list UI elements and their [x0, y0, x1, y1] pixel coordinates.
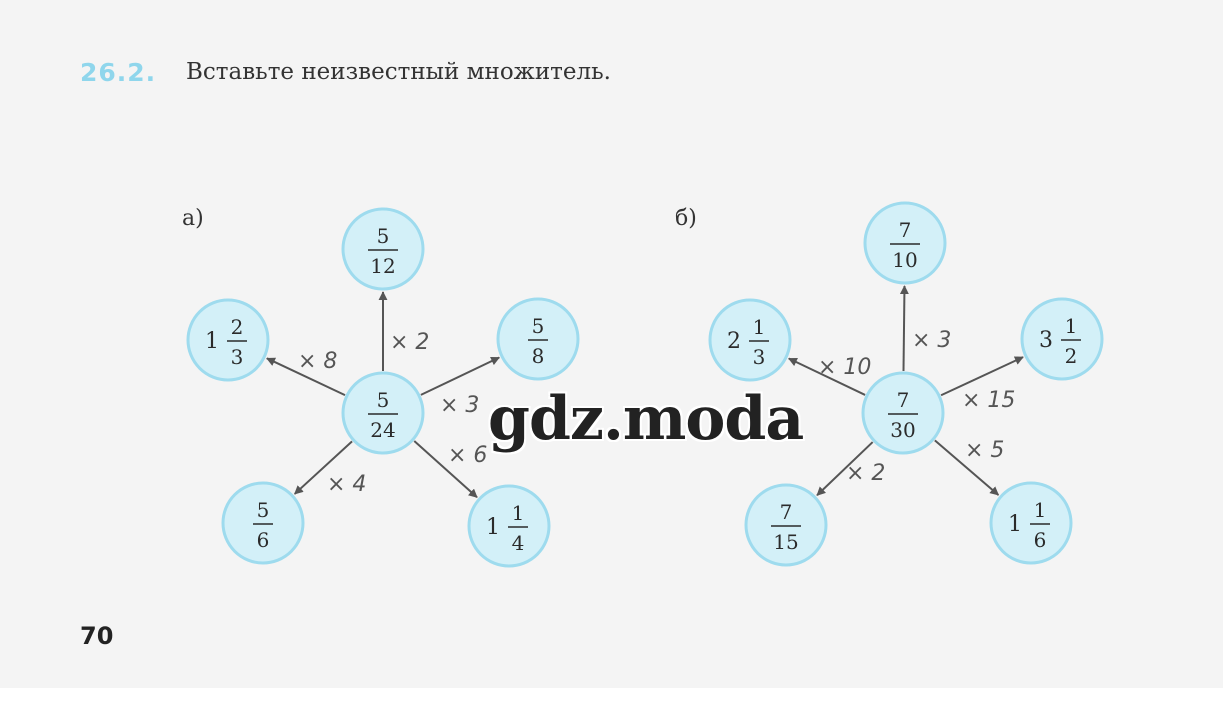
b-arrow-2: [899, 285, 909, 372]
task-instruction: Вставьте неизвестный множитель.: [186, 59, 611, 85]
b-center-denominator: 30: [890, 418, 915, 442]
b-result-5-numerator: 7: [780, 500, 793, 524]
b-center-circle: [861, 371, 945, 455]
b-result-5-denominator: 15: [773, 530, 798, 554]
a-arrow-3: [420, 356, 501, 396]
a-center: 524: [341, 371, 425, 455]
a-result-5-numerator: 5: [257, 498, 270, 522]
b-result-1-denominator: 3: [753, 345, 766, 369]
a-center-denominator: 24: [370, 418, 395, 442]
a-result-2: 512: [341, 207, 425, 291]
b-center: 730: [861, 371, 945, 455]
a-multiplier-3: × 3: [440, 393, 479, 418]
b-result-1-circle: [708, 298, 792, 382]
b-arrow-1: [787, 357, 866, 396]
a-result-5-circle: [221, 481, 305, 565]
a-center-numerator: 5: [377, 388, 390, 412]
b-result-1: 21 3: [708, 298, 792, 382]
b-result-4-whole: 1: [1008, 512, 1022, 537]
a-arrow-4: [413, 440, 478, 499]
a-result-2-denominator: 12: [370, 254, 395, 278]
a-multiplier-2: × 2: [390, 330, 429, 355]
a-result-2-circle: [341, 207, 425, 291]
a-result-4-denominator: 4: [512, 531, 525, 555]
a-result-3-numerator: 5: [532, 314, 545, 338]
b-multiplier-3: × 15: [962, 388, 1015, 413]
a-result-5: 56: [221, 481, 305, 565]
task-number: 26.2.: [80, 58, 157, 87]
b-result-4-circle: [989, 481, 1073, 565]
part-b-label: б): [675, 206, 697, 231]
a-result-5-denominator: 6: [257, 528, 270, 552]
page-bottom-band: [0, 688, 1223, 723]
b-result-4-denominator: 6: [1034, 528, 1047, 552]
a-arrow-5: [294, 440, 353, 495]
b-result-3-numerator: 1: [1065, 314, 1078, 338]
b-result-2-circle: [863, 201, 947, 285]
a-result-4-circle: [467, 484, 551, 568]
b-multiplier-4: × 5: [965, 438, 1004, 463]
a-result-3-circle: [496, 297, 580, 381]
a-center-circle: [341, 371, 425, 455]
b-result-1-numerator: 1: [753, 315, 766, 339]
b-result-2-denominator: 10: [892, 248, 917, 272]
b-arrow-5: [816, 441, 874, 496]
b-arrow-3: [940, 356, 1024, 397]
b-center-numerator: 7: [897, 388, 910, 412]
b-result-5: 715: [744, 483, 828, 567]
b-multiplier-1: × 10: [818, 355, 871, 380]
a-result-3: 58: [496, 297, 580, 381]
b-result-1-whole: 2: [727, 329, 741, 354]
a-result-2-numerator: 5: [377, 224, 390, 248]
b-result-2-numerator: 7: [899, 218, 912, 242]
a-multiplier-1: × 8: [298, 349, 337, 374]
b-result-5-circle: [744, 483, 828, 567]
b-result-3-circle: [1020, 297, 1104, 381]
b-result-3-whole: 3: [1039, 328, 1053, 353]
a-result-4-whole: 1: [486, 515, 500, 540]
a-multiplier-4: × 6: [448, 443, 487, 468]
a-result-1-whole: 1: [205, 329, 219, 354]
page-number: 70: [80, 622, 114, 650]
b-result-3-denominator: 2: [1065, 344, 1078, 368]
b-result-4-numerator: 1: [1034, 498, 1047, 522]
a-result-3-denominator: 8: [532, 344, 545, 368]
a-arrow-1: [266, 357, 346, 397]
b-multiplier-5: × 2: [846, 461, 885, 486]
part-a-label: а): [182, 206, 204, 231]
a-result-1-denominator: 3: [231, 345, 244, 369]
b-multiplier-2: × 3: [912, 328, 951, 353]
watermark: gdz.moda: [488, 384, 804, 454]
a-result-1-circle: [186, 298, 270, 382]
b-arrow-4: [934, 439, 1000, 496]
b-result-4: 116: [989, 481, 1073, 565]
a-multiplier-5: × 4: [327, 472, 366, 497]
b-result-2: 710: [863, 201, 947, 285]
a-result-4: 114: [467, 484, 551, 568]
a-result-1-numerator: 2: [231, 315, 244, 339]
a-result-4-numerator: 1: [512, 501, 525, 525]
a-result-1: 12 3: [186, 298, 270, 382]
b-result-3: 31 2: [1020, 297, 1104, 381]
